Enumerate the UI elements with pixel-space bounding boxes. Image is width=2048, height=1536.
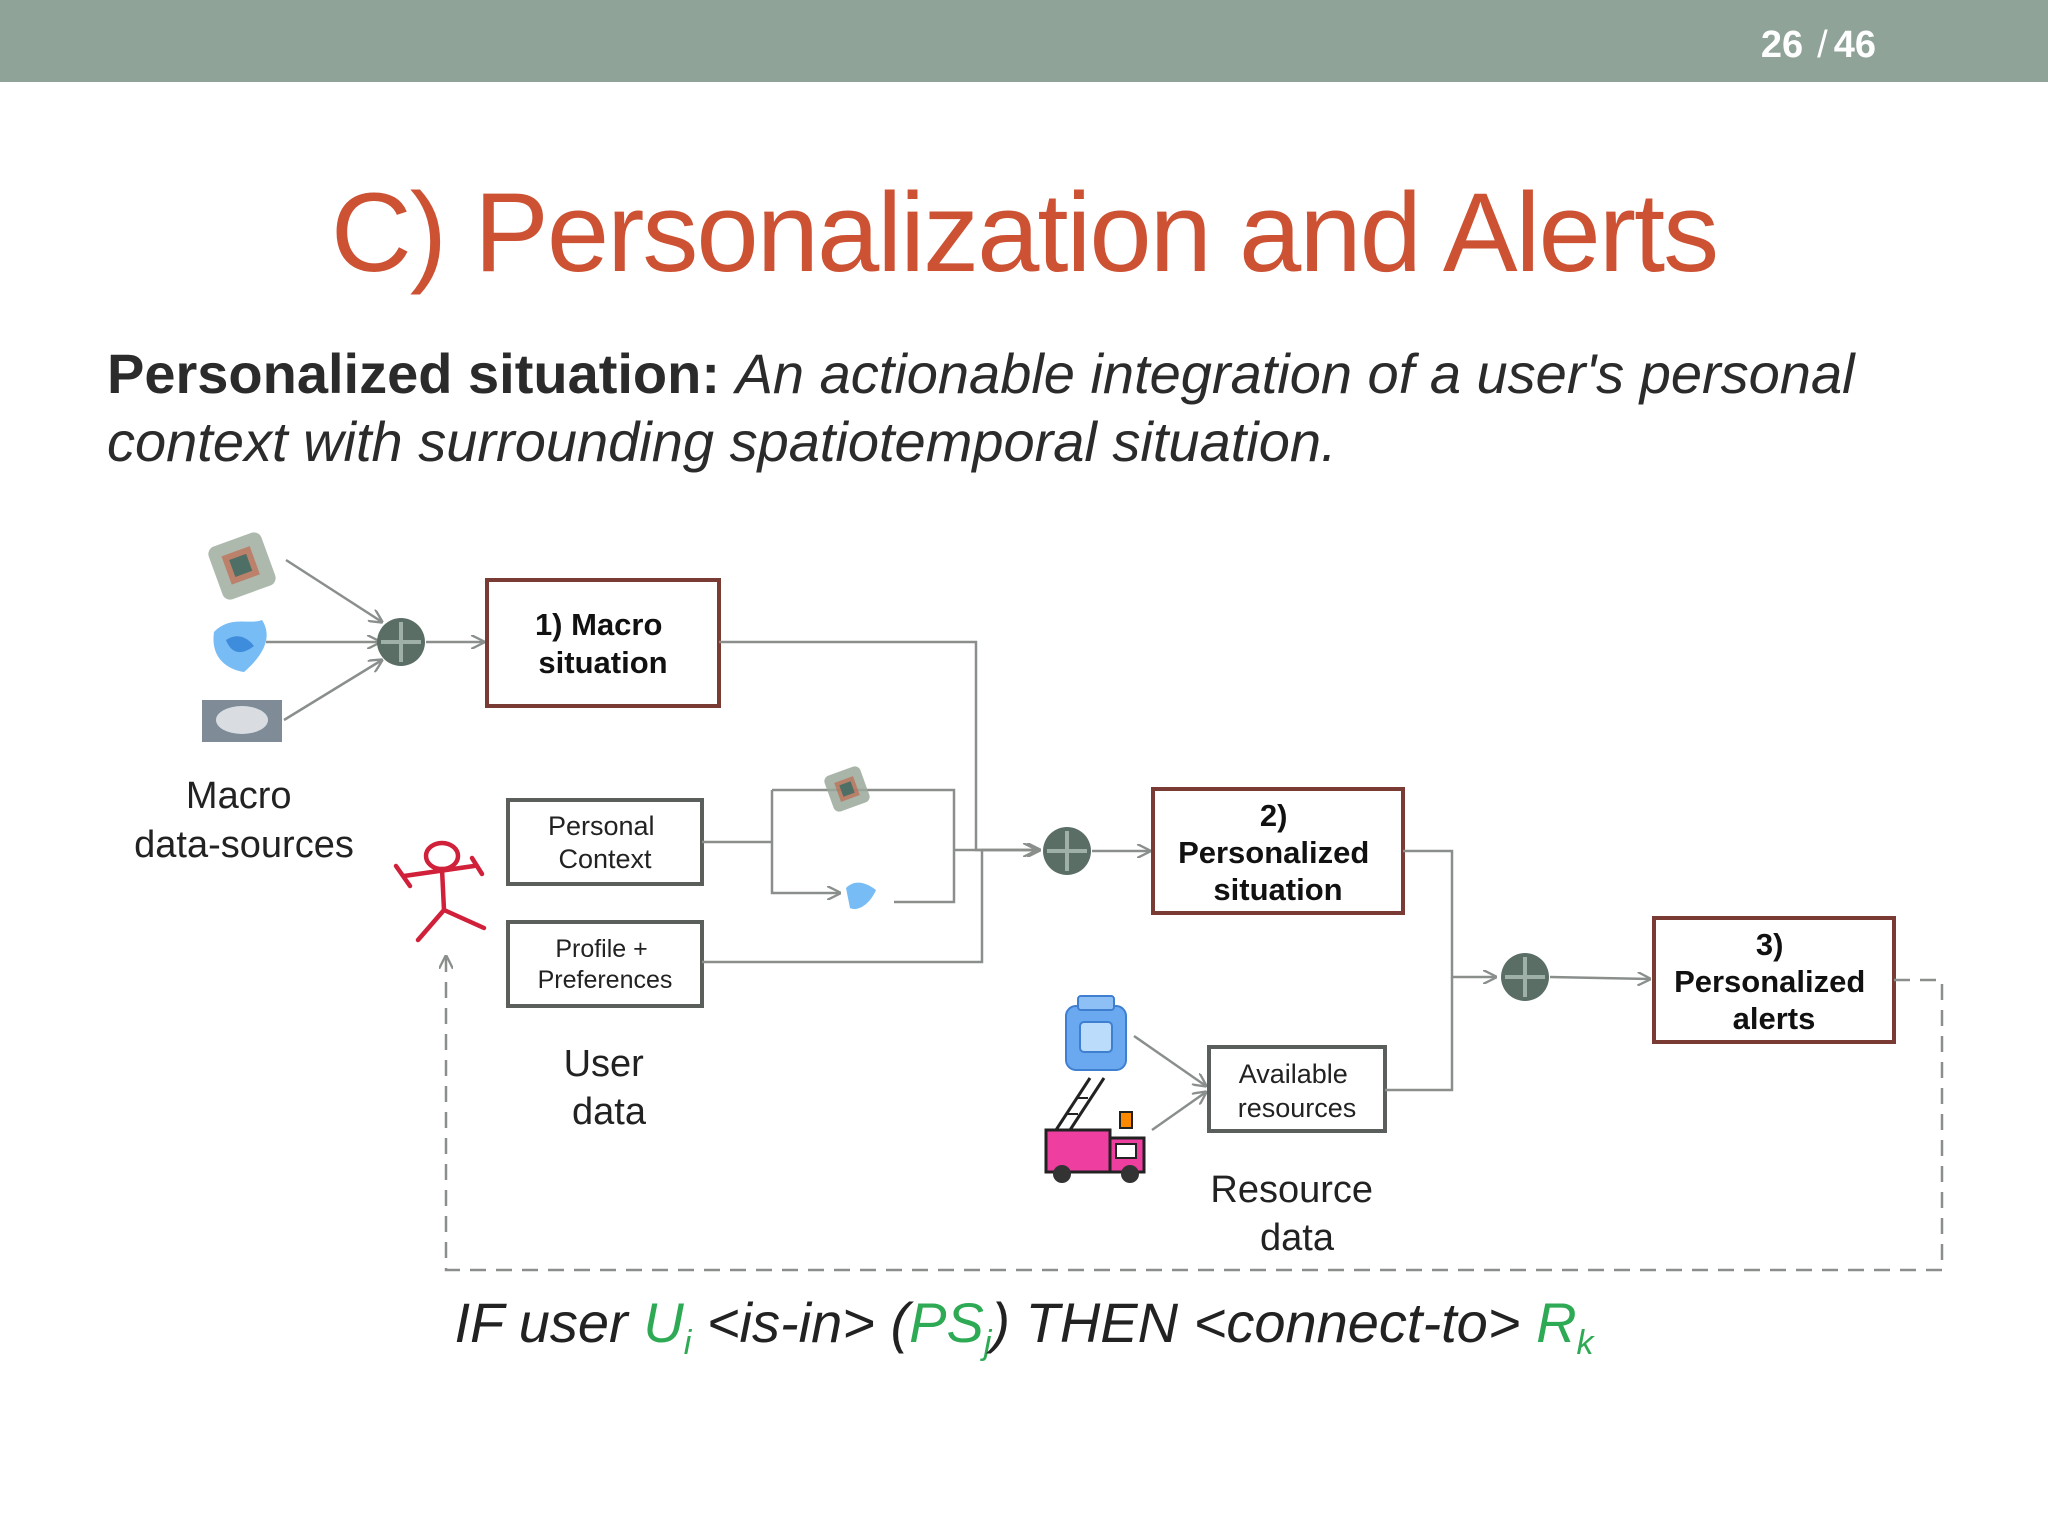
connector-line (285, 558, 382, 622)
satellite-image-icon (208, 532, 276, 600)
rule-ps-var: PSj (909, 1291, 992, 1362)
definition-text: An actionable integration of a user's pe… (107, 342, 1855, 473)
macro-situation-label: 1) Macro situation (535, 607, 671, 680)
personalized-alerts-label: 3) Personalized alerts (1674, 927, 1874, 1036)
connector-line (770, 790, 840, 893)
connector-line (719, 640, 1036, 850)
rule-if: IF user (454, 1291, 644, 1354)
connector-line (1133, 1034, 1206, 1086)
user-data-label: User data (564, 1043, 655, 1133)
page-current: 26 (1760, 24, 1804, 66)
definition-paragraph: Personalized situation: An actionable in… (107, 340, 1967, 476)
profile-preferences-box (506, 920, 704, 1008)
connector-line (1385, 977, 1454, 1092)
page-total: 46 (1833, 24, 1876, 66)
macro-sources-label: Macro data-sources (134, 775, 354, 866)
connector-line (1151, 1092, 1206, 1132)
available-resources-label: Available resources (1238, 1059, 1357, 1123)
slide-title: C) Personalization and Alerts (330, 170, 1719, 295)
connector-line (1403, 849, 1496, 977)
connector-line (894, 850, 956, 904)
combine-plus-icon (1501, 953, 1549, 1001)
page-separator: / (1817, 24, 1828, 66)
feedback-loop-line (446, 956, 1944, 1272)
connector-line (1549, 977, 1650, 979)
rule-user-var: Ui (643, 1291, 692, 1362)
context-sensor-icon (824, 766, 870, 812)
page-counter: 26 /46 (1761, 24, 1876, 67)
connector-line (283, 660, 382, 722)
medicine-bottle-icon (1065, 995, 1127, 1071)
connector-line (702, 848, 1036, 964)
context-weather-icon (846, 882, 876, 910)
definition-term: Personalized situation: (107, 342, 720, 405)
combine-plus-icon (377, 618, 425, 666)
map-image-icon (202, 700, 282, 742)
combine-plus-icon (1043, 827, 1091, 875)
available-resources-box (1207, 1045, 1387, 1133)
fire-truck-icon (1044, 1077, 1146, 1183)
macro-situation-box (485, 578, 721, 708)
rule-resource-var: Rk (1536, 1291, 1594, 1362)
rule-is-in: <is-in> ( (691, 1291, 910, 1354)
weather-map-icon (213, 620, 267, 672)
header-bar: 26 /46 (0, 0, 2048, 82)
personalized-situation-box (1151, 787, 1405, 915)
personalized-situation-label: 2) Personalized situation (1178, 798, 1378, 907)
personal-context-label: Personal Context (548, 811, 662, 874)
rule-then: ) THEN <connect-to> (991, 1291, 1537, 1354)
resource-data-label: Resource data (1210, 1169, 1383, 1259)
user-figure-icon (393, 840, 487, 943)
profile-preferences-label: Profile + Preferences (538, 935, 673, 994)
alert-rule: IF user Ui <is-in> (PSj) THEN <connect-t… (0, 1290, 2048, 1363)
